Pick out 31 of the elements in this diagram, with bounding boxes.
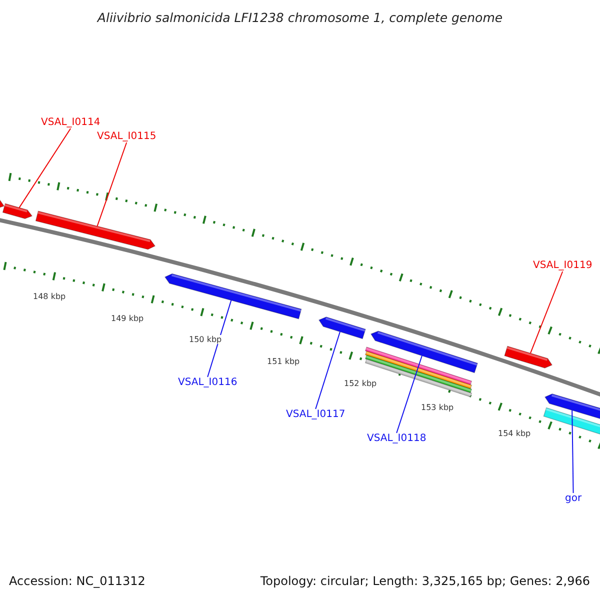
gene-label: gor: [565, 493, 582, 504]
gene-feature: [504, 346, 553, 368]
leader-line: [96, 142, 128, 227]
gene-feature: [318, 316, 366, 340]
leader-line: [572, 410, 574, 494]
leader-line: [530, 271, 564, 354]
gene-label: VSAL_I0119: [533, 260, 592, 272]
leader-line: [18, 128, 72, 208]
scale-label: 154 kbp: [498, 429, 531, 438]
footer-text: Topology: circular; Length: 3,325,165 bp; Genes: 2,966: [260, 575, 590, 589]
scale-label: 153 kbp: [421, 403, 454, 412]
gene-feature: [544, 394, 600, 420]
gene-label: VSAL_I0116: [178, 377, 238, 388]
gene-feature: [164, 273, 302, 320]
gene-label: VSAL_I0117: [286, 409, 346, 420]
gene-label: VSAL_I0118: [367, 433, 426, 444]
scale-label: 149 kbp: [111, 314, 144, 324]
leader-line: [207, 300, 232, 378]
gene-feature: [2, 203, 33, 220]
leader-line: [396, 355, 422, 434]
footer-text: Accession: NC_011312: [9, 575, 146, 589]
leader-line: [315, 331, 341, 410]
chart-title: Aliivibrio salmonicida LFI1238 chromosome 1, complete genome: [96, 10, 504, 25]
scale-label: 152 kbp: [344, 379, 377, 388]
scale-label: 148 kbp: [33, 292, 66, 302]
gene-label: VSAL_I0114: [41, 117, 100, 128]
gene-feature: [370, 330, 478, 374]
scale-label: 150 kbp: [189, 335, 222, 344]
scale-label: 151 kbp: [267, 357, 300, 366]
gene-feature: [35, 210, 156, 250]
gene-label: VSAL_I0115: [97, 131, 156, 142]
